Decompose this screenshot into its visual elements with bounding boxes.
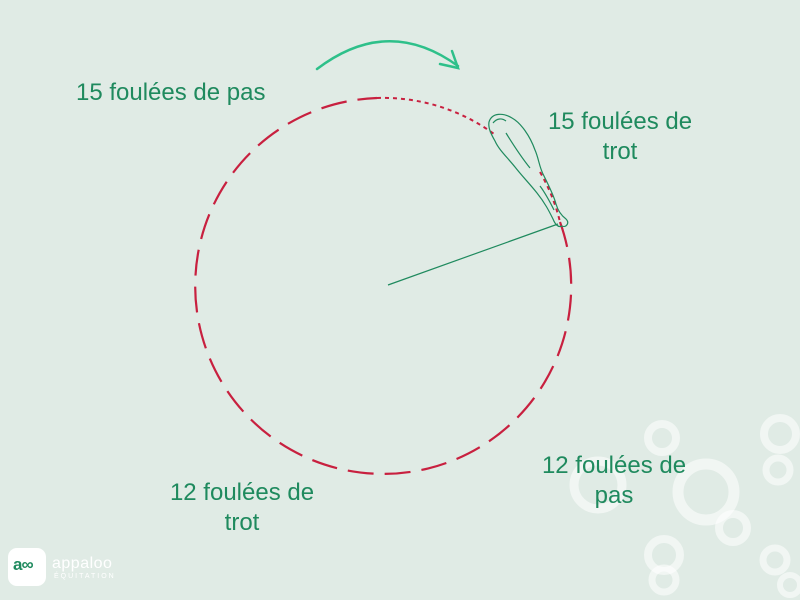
label-walk-strides-bottom-line2: pas bbox=[594, 482, 634, 509]
label-walk-strides-top: 15 foulées de pas bbox=[76, 78, 265, 108]
brand-name: appaloo bbox=[52, 555, 113, 572]
track-circle bbox=[194, 96, 573, 475]
label-trot-strides-top: 15 foulées de trot bbox=[540, 107, 700, 167]
label-trot-strides-top-line2: trot bbox=[602, 138, 638, 165]
label-walk-strides-bottom: 12 foulées de pas bbox=[532, 451, 696, 511]
brand-subtitle: ÉQUITATION bbox=[54, 573, 116, 580]
horse-icon bbox=[488, 113, 569, 228]
label-walk-strides-bottom-line1: 12 foulées de bbox=[541, 452, 687, 479]
brand-logo-icon: a∞ bbox=[8, 548, 46, 586]
brand-logo-mark: a∞ bbox=[13, 555, 34, 574]
direction-arrow-icon bbox=[315, 40, 460, 71]
watermark-rings bbox=[569, 414, 800, 598]
label-trot-strides-top-line1: 15 foulées de bbox=[547, 108, 693, 135]
label-trot-strides-bottom: 12 foulées de trot bbox=[158, 478, 326, 538]
label-trot-strides-bottom-line1: 12 foulées de bbox=[169, 479, 315, 506]
label-trot-strides-bottom-line2: trot bbox=[224, 509, 260, 536]
label-walk-strides-top-text: 15 foulées de pas bbox=[76, 79, 266, 106]
radius-line bbox=[387, 223, 559, 286]
